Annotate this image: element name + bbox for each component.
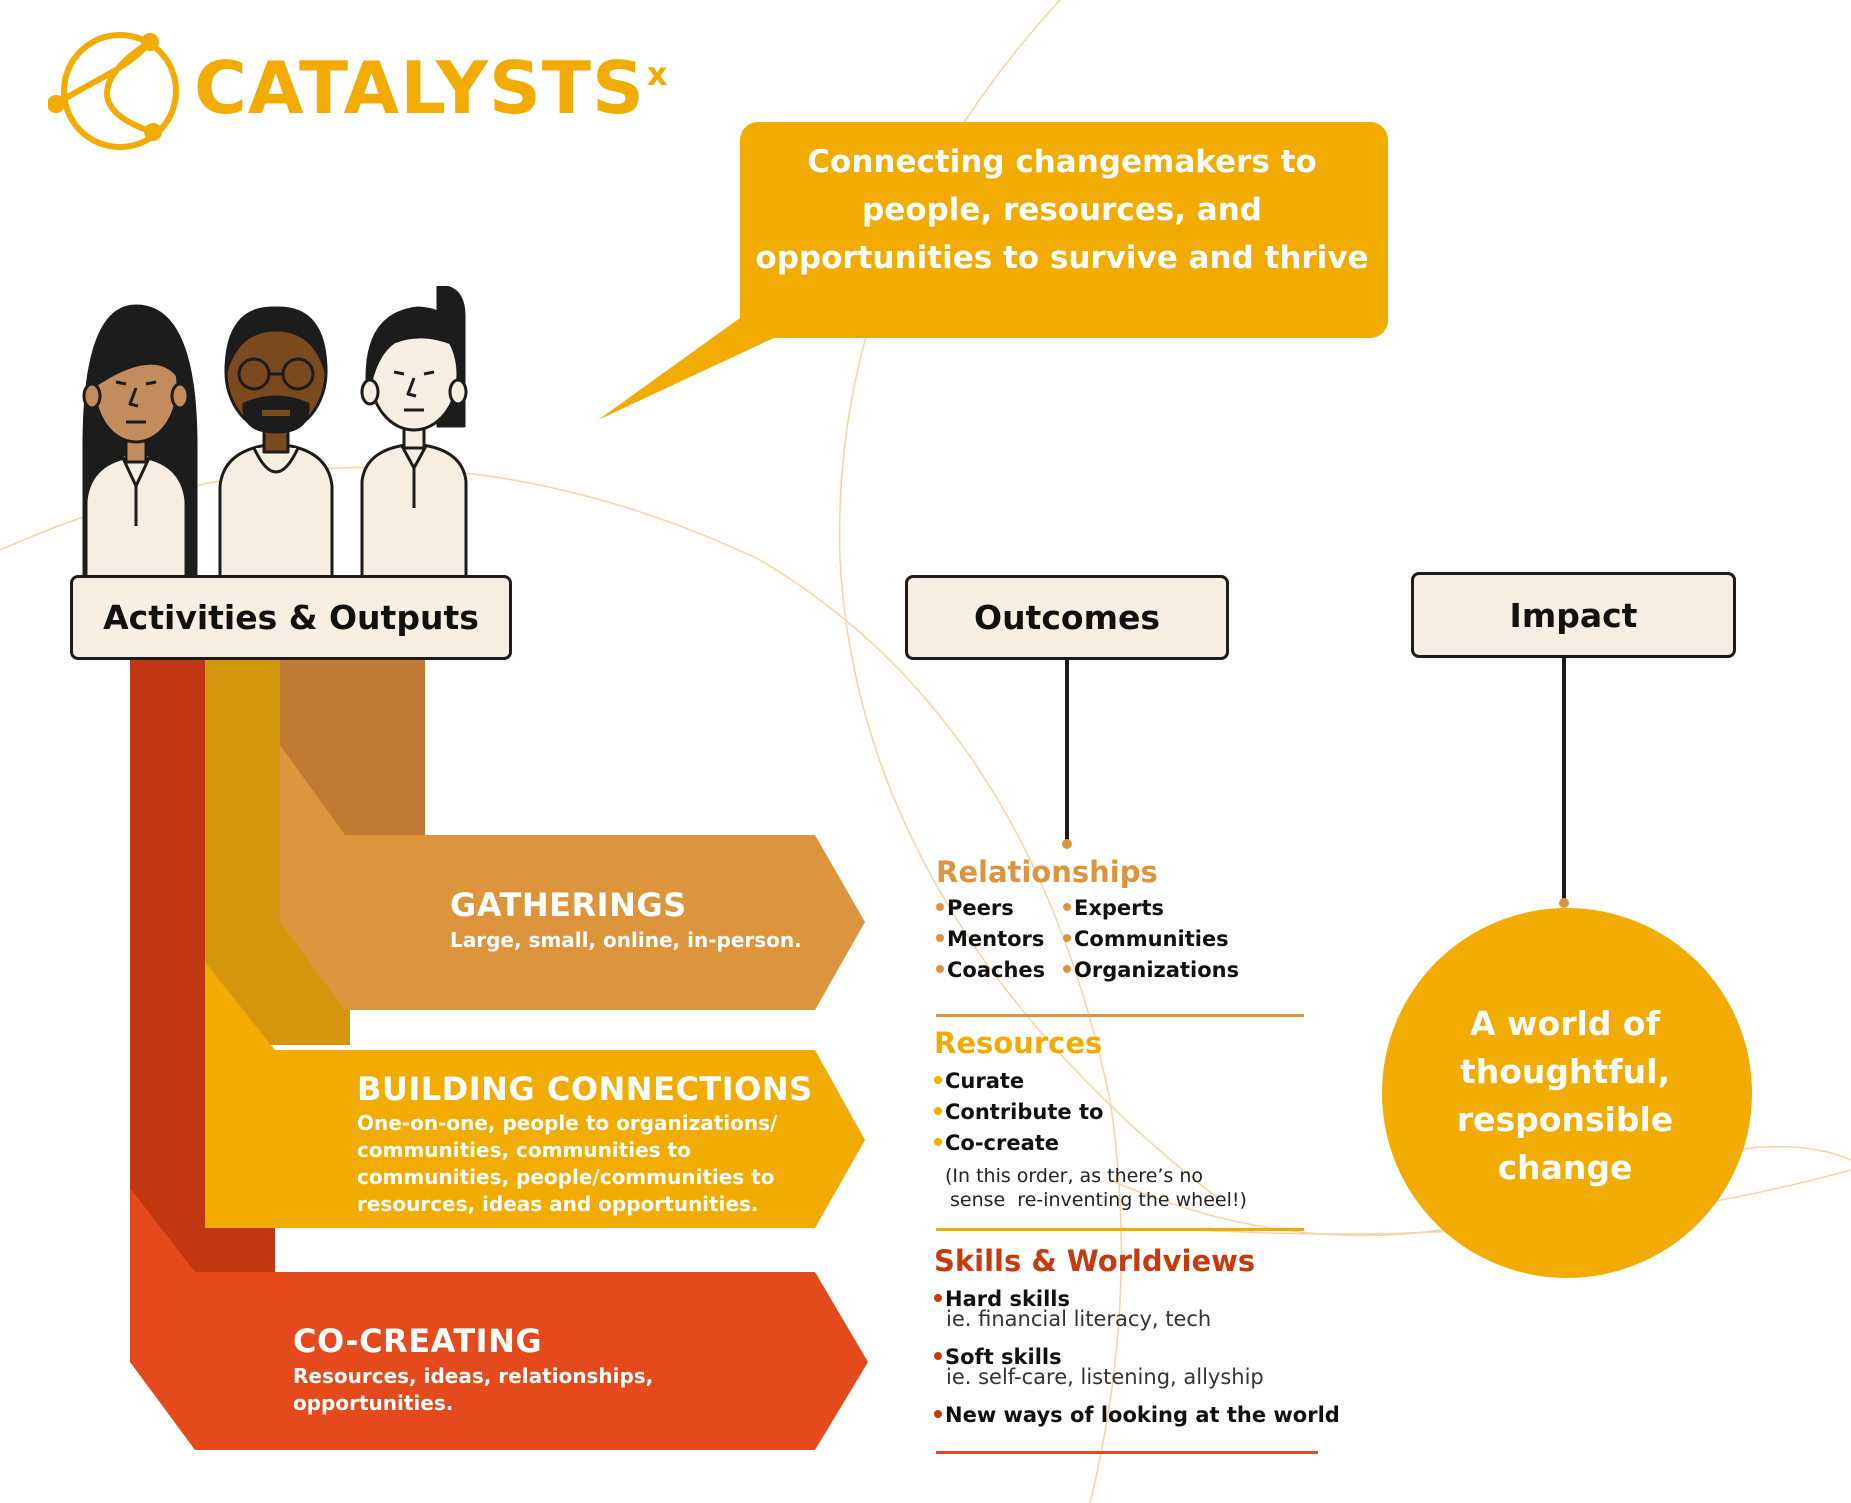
bullet-icon xyxy=(936,903,944,911)
brand-superscript: x xyxy=(646,55,669,93)
bullet-icon xyxy=(934,1352,942,1360)
skills-item: Soft skills xyxy=(934,1345,1062,1369)
impact-line: A world of xyxy=(1470,1004,1660,1043)
bullet-icon xyxy=(1063,965,1071,973)
relationships-item: Peers xyxy=(936,896,1014,920)
catalysts-logo-icon xyxy=(48,32,179,150)
relationships-item: Experts xyxy=(1063,896,1164,920)
section-divider xyxy=(936,1014,1304,1017)
tagline: Connecting changemakers to people, resou… xyxy=(755,144,1369,276)
resources-item: Contribute to xyxy=(934,1100,1103,1124)
bullet-icon xyxy=(934,1107,942,1115)
section-divider xyxy=(936,1451,1318,1454)
activities-outputs-header: Activities & Outputs xyxy=(70,575,512,660)
skills-item-sub: ie. self-care, listening, allyship xyxy=(946,1365,1264,1389)
impact-line: thoughtful, xyxy=(1459,1052,1671,1091)
bullet-icon xyxy=(934,1410,942,1418)
section-divider xyxy=(936,1228,1304,1231)
gatherings-title: GATHERINGS xyxy=(450,886,687,924)
building-connections-title: BUILDING CONNECTIONS xyxy=(357,1070,813,1108)
person-man-glasses-icon xyxy=(218,306,334,578)
outcomes-connector xyxy=(1065,660,1069,842)
impact-statement: A world of thoughtful, responsible chang… xyxy=(1400,1000,1730,1192)
relationships-item: Mentors xyxy=(936,927,1044,951)
skills-item: Hard skills xyxy=(934,1287,1070,1311)
skills-item-sub: ie. financial literacy, tech xyxy=(946,1307,1212,1331)
resources-note-line1: (In this order, as there’s no xyxy=(945,1165,1204,1187)
outcomes-connector-dot xyxy=(1062,839,1072,849)
resources-note-line2: sense re-inventing the wheel!) xyxy=(950,1189,1247,1211)
bullet-icon xyxy=(936,934,944,942)
building-connections-desc: One-on-one, people to organizations/ com… xyxy=(357,1111,778,1216)
bullet-icon xyxy=(934,1138,942,1146)
resources-item: Curate xyxy=(934,1069,1024,1093)
person-woman-icon xyxy=(82,304,198,578)
bullet-icon xyxy=(934,1294,942,1302)
co-creating-title: CO-CREATING xyxy=(293,1322,543,1360)
co-creating-desc: Resources, ideas, relationships, opportu… xyxy=(293,1364,654,1415)
speech-bubble-icon xyxy=(598,122,1388,420)
brand-name: CATALYSTS xyxy=(194,46,645,130)
skills-item: New ways of looking at the world xyxy=(934,1403,1340,1427)
bullet-icon xyxy=(1063,903,1071,911)
impact-line: responsible xyxy=(1456,1100,1674,1139)
impact-header: Impact xyxy=(1411,572,1736,658)
resources-title: Resources xyxy=(934,1026,1103,1060)
relationships-item: Organizations xyxy=(1063,958,1239,982)
outcomes-header: Outcomes xyxy=(905,575,1229,660)
person-woman-ponytail-icon xyxy=(360,286,468,578)
impact-connector xyxy=(1562,658,1566,902)
relationships-title: Relationships xyxy=(936,855,1158,889)
resources-item: Co-create xyxy=(934,1131,1059,1155)
bullet-icon xyxy=(1063,934,1071,942)
impact-circle xyxy=(1382,908,1752,1278)
bullet-icon xyxy=(934,1076,942,1084)
brand-logo-text: CATALYSTSx xyxy=(194,52,668,124)
relationships-item: Coaches xyxy=(936,958,1045,982)
people-illustration xyxy=(82,286,468,578)
impact-connector-dot xyxy=(1559,898,1569,908)
gatherings-desc: Large, small, online, in-person. xyxy=(450,928,802,952)
skills-worldviews-title: Skills & Worldviews xyxy=(934,1244,1256,1278)
bullet-icon xyxy=(936,965,944,973)
relationships-item: Communities xyxy=(1063,927,1229,951)
impact-line: change xyxy=(1497,1148,1633,1187)
